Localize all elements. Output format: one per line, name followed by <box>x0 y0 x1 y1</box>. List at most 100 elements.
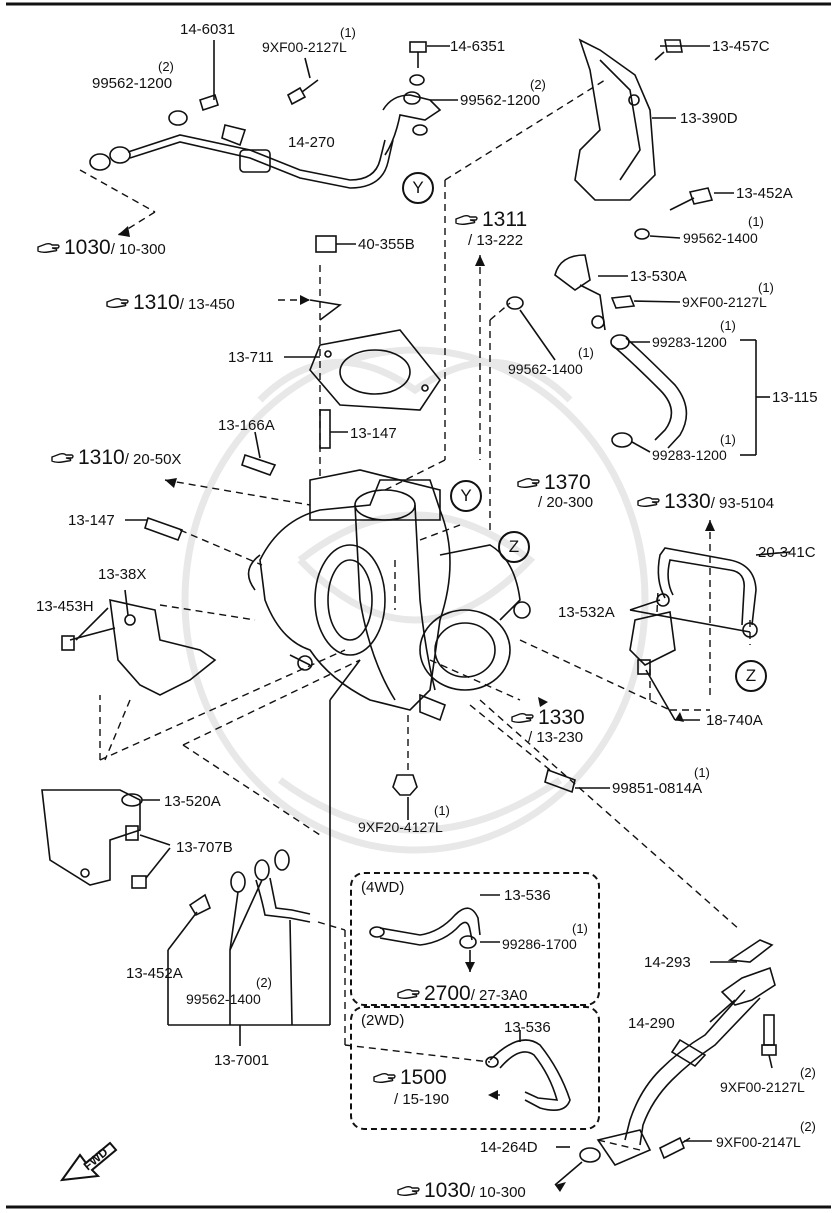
ref-1330-bot[interactable]: 1330 <box>510 707 585 728</box>
2wd-label: (2WD) <box>361 1012 405 1029</box>
ref-1330-bot-num: 1330 <box>538 706 585 729</box>
part-13-536-2wd: 13-536 <box>504 1019 551 1036</box>
part-13-453h: 13-453H <box>36 598 94 615</box>
part-13-711: 13-711 <box>228 349 274 366</box>
part-9xf00-2127l-top: 9XF00-2127L <box>262 39 347 55</box>
ref-1311-num: 1311 <box>482 208 528 231</box>
part-99283-1200-top: 99283-1200 <box>652 334 727 350</box>
part-13-520a: 13-520A <box>164 793 221 810</box>
callout-z-top: Z <box>498 531 530 563</box>
part-99562-1200-right: 99562-1200 <box>460 92 541 109</box>
ref-1030-top-num: 1030 <box>64 236 111 259</box>
ref-1310-top-sub: / 13-450 <box>179 296 235 313</box>
part-14-6031: 14-6031 <box>180 21 236 38</box>
qty-99562-1400-bot: (2) <box>256 975 272 990</box>
ref-1370-sub: / 20-300 <box>538 494 594 511</box>
part-99562-1400-top: 99562-1400 <box>683 230 758 246</box>
callout-y-mid: Y <box>450 480 482 512</box>
ref-1311[interactable]: 1311 <box>454 209 527 230</box>
ref-1310-mid-num: 1310 <box>78 446 125 469</box>
part-13-536-4wd: 13-536 <box>504 887 551 904</box>
ref-1370[interactable]: 1370 <box>516 472 591 493</box>
part-13-532a: 13-532A <box>558 604 615 621</box>
pointing-hand-icon <box>511 712 534 724</box>
qty-99283-1200-bot: (1) <box>720 432 736 447</box>
part-99562-1200-left: 99562-1200 <box>92 75 173 92</box>
pointing-hand-icon <box>637 496 660 508</box>
qty-99562-1200-left: (2) <box>158 59 174 74</box>
ref-1030-top-sub: / 10-300 <box>110 241 166 258</box>
part-13-707b: 13-707B <box>176 839 233 856</box>
part-13-38x: 13-38X <box>98 566 147 583</box>
part-13-166a: 13-166A <box>218 417 275 434</box>
part-13-452a-top: 13-452A <box>736 185 793 202</box>
qty-9xf00-2147l: (2) <box>800 1119 816 1134</box>
2wd-variant-box <box>350 1006 600 1130</box>
ref-1330-bot-sub: / 13-230 <box>528 729 584 746</box>
part-13-147-top: 13-147 <box>350 425 397 442</box>
qty-9xf00-2127l-top: (1) <box>340 25 356 40</box>
ref-2700-sub: / 27-3A0 <box>470 987 528 1004</box>
ref-1030-bot[interactable]: 1030/ 10-300 <box>396 1180 526 1201</box>
ref-1500-sub: / 15-190 <box>394 1091 450 1108</box>
part-14-6351: 14-6351 <box>450 38 506 55</box>
ref-2700[interactable]: 2700/ 27-3A0 <box>396 983 527 1004</box>
part-99283-1200-bot: 99283-1200 <box>652 447 727 463</box>
ref-1500[interactable]: 1500 <box>372 1067 447 1088</box>
part-99562-1400-mid: 99562-1400 <box>508 361 583 377</box>
part-14-290: 14-290 <box>628 1015 675 1032</box>
qty-9xf20-4127l: (1) <box>434 803 450 818</box>
ref-1310-mid-sub: / 20-50X <box>124 451 182 468</box>
part-14-264d: 14-264D <box>480 1139 538 1156</box>
ref-1370-num: 1370 <box>544 471 591 494</box>
4wd-label: (4WD) <box>361 879 405 896</box>
qty-99562-1200-right: (2) <box>530 77 546 92</box>
part-40-355b: 40-355B <box>358 236 415 253</box>
ref-1500-num: 1500 <box>400 1066 447 1089</box>
ref-2700-num: 2700 <box>424 982 471 1005</box>
part-99851-0814a: 99851-0814A <box>612 780 703 797</box>
part-13-115: 13-115 <box>772 389 818 406</box>
qty-99283-1200-top: (1) <box>720 318 736 333</box>
part-9xf00-2147l: 9XF00-2147L <box>716 1134 801 1150</box>
4wd-variant-box <box>350 872 600 1006</box>
part-99286-1700: 99286-1700 <box>502 936 577 952</box>
part-13-390d: 13-390D <box>680 110 738 127</box>
pointing-hand-icon <box>37 242 60 254</box>
pointing-hand-icon <box>517 477 540 489</box>
part-20-341c: 20-341C <box>758 544 816 561</box>
callout-y-top: Y <box>402 172 434 204</box>
qty-99286-1700: (1) <box>572 921 588 936</box>
part-13-7001: 13-7001 <box>214 1052 270 1069</box>
pointing-hand-icon <box>106 297 129 309</box>
part-14-293: 14-293 <box>644 954 691 971</box>
fwd-arrow-icon <box>59 1141 118 1182</box>
callout-z-bot: Z <box>735 660 767 692</box>
ref-1310-top-num: 1310 <box>133 291 180 314</box>
ref-1310-mid[interactable]: 1310/ 20-50X <box>50 447 181 468</box>
part-99562-1400-bot: 99562-1400 <box>186 991 261 1007</box>
part-9xf20-4127l: 9XF20-4127L <box>358 819 443 835</box>
qty-9xf00-2127l-bot: (2) <box>800 1065 816 1080</box>
qty-99851-0814a: (1) <box>694 765 710 780</box>
qty-99562-1400-mid: (1) <box>578 345 594 360</box>
part-9xf00-2127l-bot: 9XF00-2127L <box>720 1079 805 1095</box>
ref-1330-top-num: 1330 <box>664 490 711 513</box>
qty-9xf00-2127l-mid: (1) <box>758 280 774 295</box>
part-13-452a-bot: 13-452A <box>126 965 183 982</box>
part-13-457c: 13-457C <box>712 38 770 55</box>
ref-1330-top-sub: / 93-5104 <box>710 495 775 512</box>
ref-1030-top[interactable]: 1030/ 10-300 <box>36 237 166 258</box>
part-13-147-left: 13-147 <box>68 512 115 529</box>
part-14-270: 14-270 <box>288 134 335 151</box>
ref-1311-sub: / 13-222 <box>468 232 524 249</box>
part-18-740a: 18-740A <box>706 712 763 729</box>
pointing-hand-icon <box>397 1185 420 1197</box>
ref-1030-bot-num: 1030 <box>424 1179 471 1202</box>
ref-1310-top[interactable]: 1310/ 13-450 <box>105 292 235 313</box>
ref-1330-top[interactable]: 1330/ 93-5104 <box>636 491 774 512</box>
part-13-530a: 13-530A <box>630 268 687 285</box>
ref-1030-bot-sub: / 10-300 <box>470 1184 526 1201</box>
